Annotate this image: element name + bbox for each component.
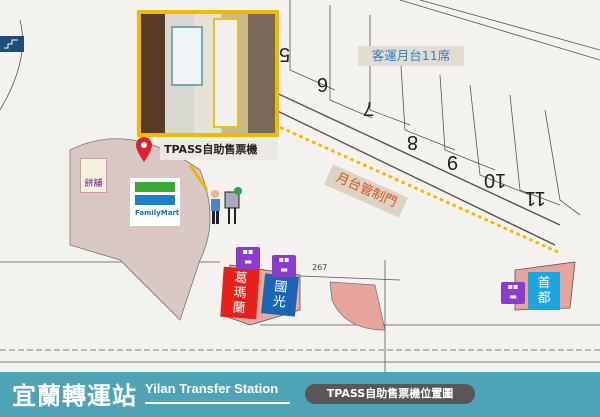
ticket-kiosk-user-icon	[211, 187, 242, 224]
operator-kavalan: 葛瑪蘭	[220, 266, 260, 320]
ticket-counter-icon: ▪▪▬	[236, 247, 260, 269]
berth-10: 10	[484, 169, 507, 191]
berth-11: 11	[525, 187, 546, 209]
station-subtitle: Yilan Transfer Station	[145, 381, 290, 404]
stairs-icon	[0, 36, 24, 52]
platform-label: 客運月台11席	[358, 46, 464, 66]
footer-banner: 宜蘭轉運站 Yilan Transfer Station TPASS自助售票機位…	[0, 372, 600, 417]
ticket-counter-icon: ▪▪▬	[501, 282, 525, 304]
berth-8: 8	[407, 131, 419, 153]
operator-kuo-kuang: 國光	[261, 273, 299, 317]
kiosk-label: TPASS自助售票機	[160, 140, 278, 160]
berth-6: 6	[317, 73, 329, 95]
kiosk-machine-1	[171, 26, 203, 86]
berth-9: 9	[447, 151, 459, 173]
kiosk-machine-2	[213, 18, 239, 128]
kiosk-photo	[137, 10, 279, 137]
map-pin-icon	[136, 137, 152, 162]
berth-5: 5	[279, 43, 291, 65]
map-badge: TPASS自助售票機位置圖	[305, 384, 475, 404]
familymart-logo: FamilyMart	[130, 178, 180, 226]
bakery-logo: 餅舖	[80, 158, 107, 193]
station-title: 宜蘭轉運站	[12, 382, 137, 410]
ticket-counter-icon: ▪▪▬	[272, 255, 296, 277]
operator-capital: 首都	[528, 272, 560, 310]
arrow-icon	[188, 164, 209, 191]
dimension-label: 267	[312, 263, 328, 272]
familymart-text: FamilyMart	[135, 209, 180, 217]
berth-7: 7	[363, 97, 375, 119]
